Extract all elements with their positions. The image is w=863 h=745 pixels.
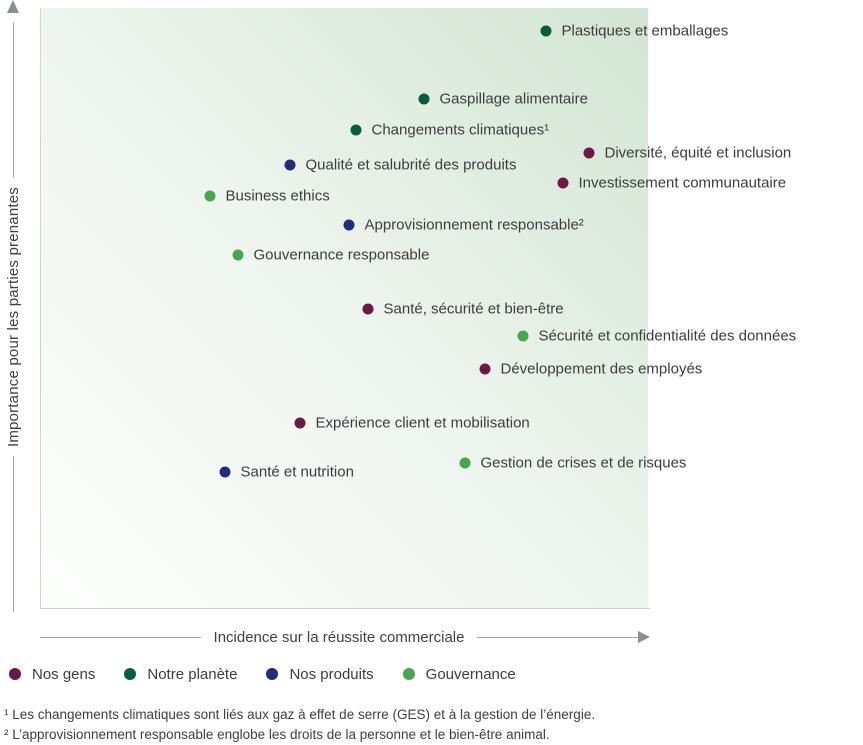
data-point: Gaspillage alimentaire: [418, 90, 588, 108]
footnote-line: ¹ Les changements climatiques sont liés …: [4, 707, 596, 722]
legend-item: Nos gens: [9, 666, 95, 683]
legend-item: Nos produits: [266, 665, 374, 683]
point-label: Santé et nutrition: [240, 463, 354, 481]
y-axis-line-top: [12, 22, 14, 178]
legend-dot-icon: [402, 668, 415, 680]
legend-item: Notre planète: [124, 666, 237, 683]
point-dot-icon: [362, 303, 374, 315]
plot-left-border: [40, 8, 41, 609]
point-dot-icon: [343, 219, 355, 231]
point-dot-icon: [204, 190, 216, 202]
point-label: Business ethics: [225, 187, 330, 205]
legend-label: Nos gens: [32, 665, 96, 683]
x-axis: Incidence sur la réussite commerciale: [40, 628, 650, 646]
point-label: Expérience client et mobilisation: [315, 414, 530, 432]
point-dot-icon: [219, 466, 231, 478]
data-point: Développement des employés: [479, 360, 703, 378]
y-axis-label: Importance pour les parties prenantes: [4, 186, 22, 448]
data-point: Gestion de crises et de risques: [459, 454, 687, 472]
legend: Nos gens Notre planète Nos produits Gouvern…: [9, 664, 516, 684]
point-dot-icon: [540, 25, 552, 37]
data-point: Investissement communautaire: [557, 174, 787, 192]
footnotes: ¹ Les changements climatiques sont liés …: [4, 705, 844, 745]
point-label: Développement des employés: [500, 360, 703, 378]
legend-label: Notre planète: [147, 665, 238, 683]
y-axis-line-bottom: [12, 456, 14, 613]
footnote-line: ² L’approvisionnement responsable englob…: [4, 727, 550, 742]
point-dot-icon: [284, 159, 296, 171]
data-point: Santé et nutrition: [219, 463, 354, 481]
point-label: Plastiques et emballages: [561, 22, 729, 40]
data-point: Qualité et salubrité des produits: [284, 156, 517, 174]
point-dot-icon: [557, 177, 569, 189]
data-point: Sécurité et confidentialité des données: [517, 327, 797, 345]
data-point: Changements climatiques¹: [350, 121, 550, 139]
point-label: Gestion de crises et de risques: [480, 454, 687, 472]
point-dot-icon: [583, 147, 595, 159]
y-axis-arrow-up-icon: [7, 0, 19, 13]
legend-item: Gouvernance: [402, 665, 516, 683]
point-label: Gouvernance responsable: [253, 246, 430, 264]
x-axis-label: Incidence sur la réussite commerciale: [213, 628, 465, 646]
point-label: Approvisionnement responsable²: [364, 216, 584, 234]
point-label: Changements climatiques¹: [371, 121, 550, 139]
data-point: Diversité, équité et inclusion: [583, 144, 792, 162]
legend-dot-icon: [9, 668, 21, 680]
data-point: Approvisionnement responsable²: [343, 216, 584, 234]
point-dot-icon: [479, 363, 491, 375]
point-dot-icon: [232, 249, 244, 261]
data-point: Business ethics: [204, 187, 330, 205]
data-point: Gouvernance responsable: [232, 246, 430, 264]
point-label: Santé, sécurité et bien-être: [383, 300, 564, 318]
point-dot-icon: [418, 93, 430, 105]
point-label: Qualité et salubrité des produits: [305, 156, 517, 174]
point-label: Investissement communautaire: [578, 174, 787, 192]
plot-gradient-background: [41, 8, 648, 608]
point-label: Gaspillage alimentaire: [439, 90, 588, 108]
legend-label: Gouvernance: [425, 665, 516, 683]
y-axis: Importance pour les parties prenantes: [4, 0, 22, 613]
point-label: Sécurité et confidentialité des données: [538, 327, 797, 345]
point-label: Diversité, équité et inclusion: [604, 144, 792, 162]
point-dot-icon: [294, 417, 306, 429]
data-point: Plastiques et emballages: [540, 22, 729, 40]
plot-bottom-border: [40, 608, 650, 609]
point-dot-icon: [459, 457, 471, 469]
x-axis-line-right: [477, 636, 638, 638]
point-dot-icon: [350, 124, 362, 136]
x-axis-line-left: [40, 636, 201, 638]
data-point: Expérience client et mobilisation: [294, 414, 530, 432]
x-axis-arrow-right-icon: [638, 631, 650, 643]
legend-dot-icon: [124, 668, 137, 680]
legend-dot-icon: [266, 668, 279, 680]
point-dot-icon: [517, 330, 529, 342]
data-point: Santé, sécurité et bien-être: [362, 300, 564, 318]
legend-label: Nos produits: [289, 665, 374, 683]
